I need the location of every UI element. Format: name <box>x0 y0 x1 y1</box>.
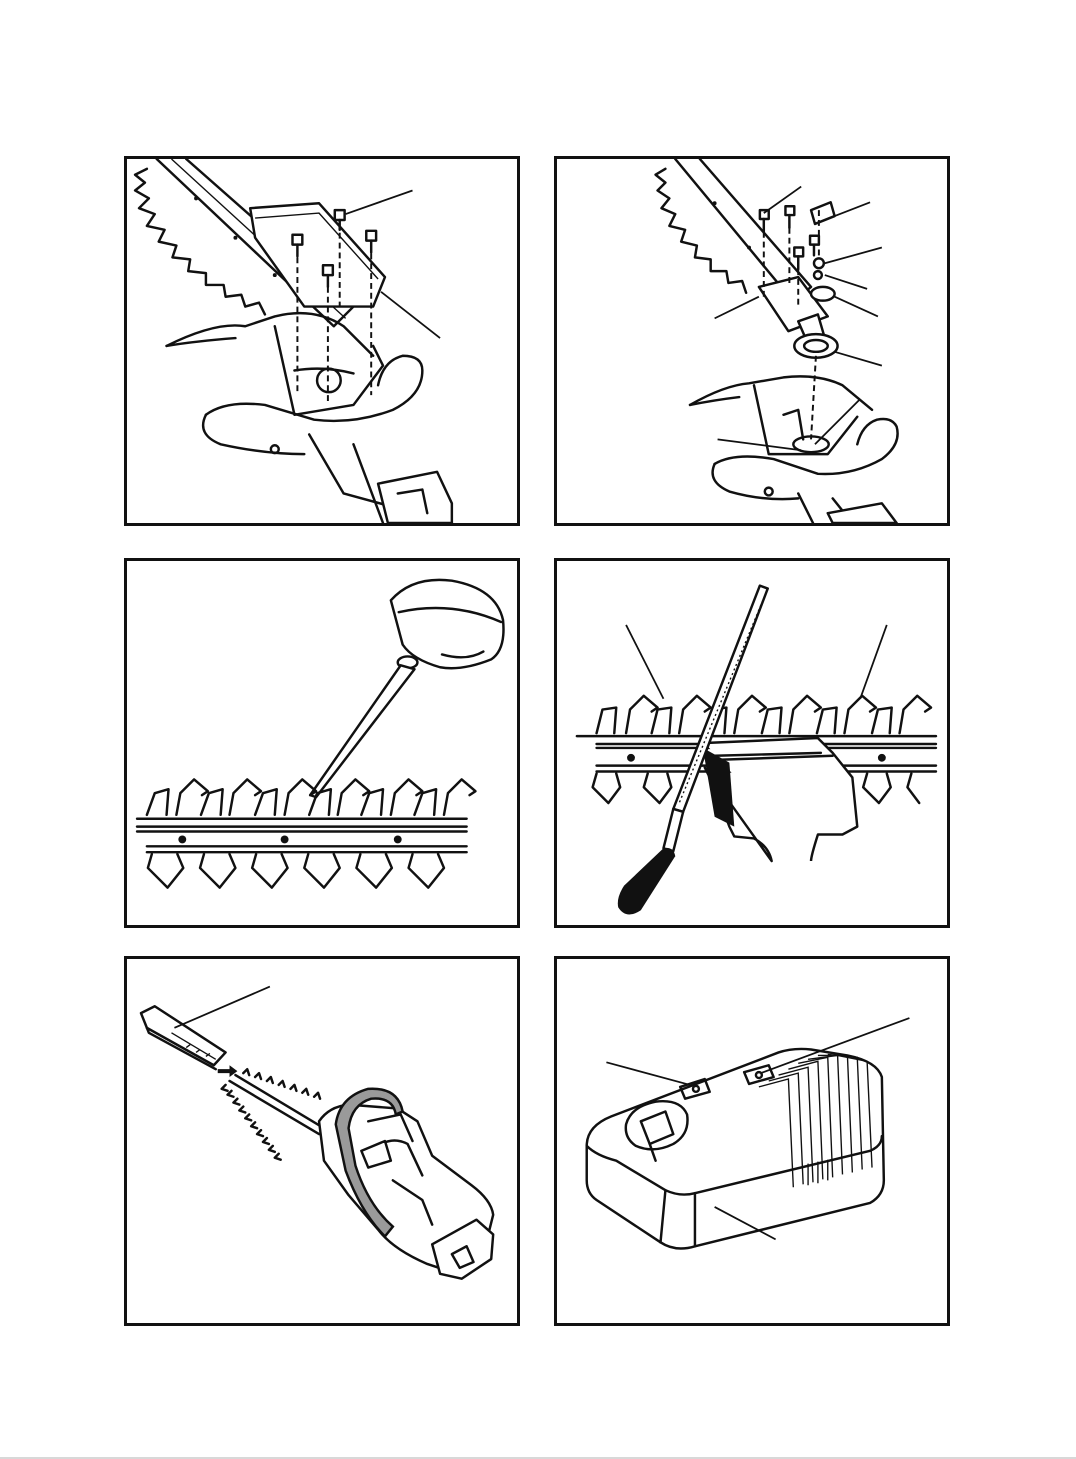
blade-assembly-illustration <box>557 159 947 523</box>
tool-body <box>167 313 452 523</box>
charger-illustration <box>557 959 947 1323</box>
blade <box>137 779 475 887</box>
oiling-illustration <box>127 561 517 925</box>
washer <box>814 258 824 268</box>
cover-plate <box>250 203 385 306</box>
blade <box>222 1069 324 1160</box>
sheath-illustration <box>127 959 517 1323</box>
figure-blade-oiling <box>124 558 520 928</box>
clamp-bar <box>811 202 835 224</box>
eccentric-gear <box>811 287 835 301</box>
pin <box>814 271 822 279</box>
bearing-ring <box>794 334 837 358</box>
figure-blade-assembly-exploded <box>554 156 950 526</box>
vice <box>703 738 857 861</box>
figure-blade-sharpening <box>554 558 950 928</box>
figure-blade-cover-removal <box>124 156 520 526</box>
sheath <box>141 1006 226 1069</box>
figure-battery-charger <box>554 956 950 1326</box>
oil-can <box>310 580 503 797</box>
figure-blade-sheath <box>124 956 520 1326</box>
tool-body <box>319 1089 493 1279</box>
cover-removal-illustration <box>127 159 517 523</box>
sharpening-illustration <box>557 561 947 925</box>
